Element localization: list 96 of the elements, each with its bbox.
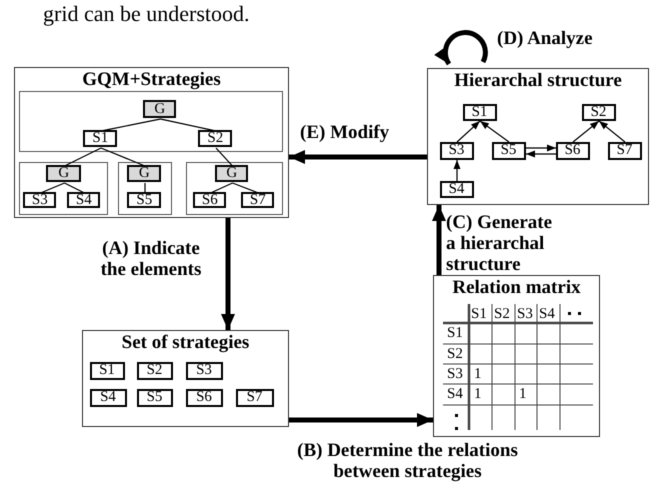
table-cell: S2	[447, 346, 463, 363]
strategy-box	[186, 362, 222, 380]
arrow	[526, 150, 556, 158]
node-label: G	[226, 166, 238, 182]
node-label: S6	[564, 143, 580, 158]
strategy-box	[582, 104, 616, 120]
body-text: grid can be understood.	[43, 2, 250, 26]
node-label: S5	[146, 390, 162, 405]
strategy-box	[186, 388, 222, 406]
connector-line	[144, 183, 146, 193]
strategy-box	[236, 388, 274, 406]
arrow	[221, 218, 235, 330]
goal-box	[46, 165, 82, 182]
goal-box	[143, 100, 176, 118]
arrow	[289, 413, 433, 427]
panel-title: Set of strategies	[120, 332, 250, 354]
table-cell: 1	[474, 366, 482, 383]
panel-title: Hierarchal structure	[453, 70, 623, 92]
node-label: S1	[99, 363, 115, 378]
strategy-box	[90, 362, 124, 380]
arrow	[289, 150, 427, 164]
node-label: S1	[472, 104, 488, 120]
strategy-box	[198, 130, 232, 148]
connector-line	[210, 182, 233, 194]
strategy-box	[136, 362, 172, 380]
arrow	[572, 120, 600, 142]
table-cell: S1	[471, 306, 487, 323]
node-label: G	[154, 102, 166, 117]
connector-line	[100, 147, 146, 167]
group-frame	[118, 162, 172, 214]
node-label: S3	[448, 143, 464, 158]
arrow	[456, 120, 480, 142]
node-label: S2	[207, 131, 224, 146]
node-label: S7	[250, 192, 266, 208]
panel	[14, 67, 289, 218]
panel	[82, 330, 289, 427]
strategy-box	[23, 192, 56, 208]
panel	[427, 68, 649, 205]
strategy-box	[127, 192, 162, 208]
connector-line	[64, 147, 102, 167]
strategy-box	[90, 388, 126, 406]
strategy-box	[608, 142, 642, 160]
strategy-box	[440, 180, 474, 198]
panel-title: GQM+Strategies	[81, 69, 222, 91]
node-label: S6	[196, 390, 212, 405]
strategy-box	[241, 192, 274, 208]
node-label: S4	[100, 390, 116, 405]
connector-line	[160, 118, 216, 132]
strategy-box	[462, 104, 496, 120]
arrow	[598, 120, 626, 142]
connector-line	[100, 118, 161, 132]
connector-line	[64, 182, 85, 194]
node-label: S5	[500, 143, 516, 158]
node-label: S4	[448, 182, 464, 196]
strategy-box	[492, 142, 526, 160]
node-label: S7	[246, 390, 262, 405]
panel-title: Relation matrix	[451, 277, 582, 299]
node-label: S7	[616, 143, 632, 158]
group-frame	[186, 162, 282, 214]
table-cell: S3	[517, 306, 533, 323]
strategy-box	[136, 388, 172, 406]
node-label: S4	[76, 192, 92, 208]
arrow	[526, 144, 556, 152]
table-cell: S4	[539, 306, 555, 323]
strategy-box	[556, 142, 590, 160]
strategy-box	[440, 142, 474, 160]
node-label: S3	[196, 363, 212, 378]
strategy-box	[67, 192, 100, 208]
table-cell: 1	[519, 386, 526, 403]
group-frame	[18, 162, 108, 214]
node-label: G	[138, 166, 150, 182]
connector-line	[232, 182, 259, 194]
arrow	[480, 120, 510, 142]
table-cell: 1	[474, 386, 482, 403]
node-label: S2	[590, 104, 606, 120]
arrow	[454, 160, 460, 181]
panel	[433, 275, 600, 437]
loop-arrow	[434, 30, 488, 66]
node-label: S1	[92, 131, 108, 146]
group-frame	[18, 90, 282, 152]
node-label: S6	[202, 192, 218, 208]
strategy-box	[83, 130, 118, 148]
connector-line	[40, 182, 65, 194]
goal-box	[127, 165, 162, 182]
node-label: G	[58, 166, 70, 182]
strategy-box	[193, 192, 226, 208]
table-cell: S3	[447, 366, 463, 383]
connector-line	[216, 148, 233, 166]
node-label: S2	[146, 363, 162, 378]
node-label: S3	[32, 192, 48, 208]
arrow	[432, 205, 446, 275]
table-cell: S2	[494, 306, 510, 323]
goal-box	[215, 165, 248, 182]
table-cell: S1	[447, 325, 463, 342]
table-cell: S4	[447, 386, 463, 403]
node-label: S5	[136, 192, 152, 208]
